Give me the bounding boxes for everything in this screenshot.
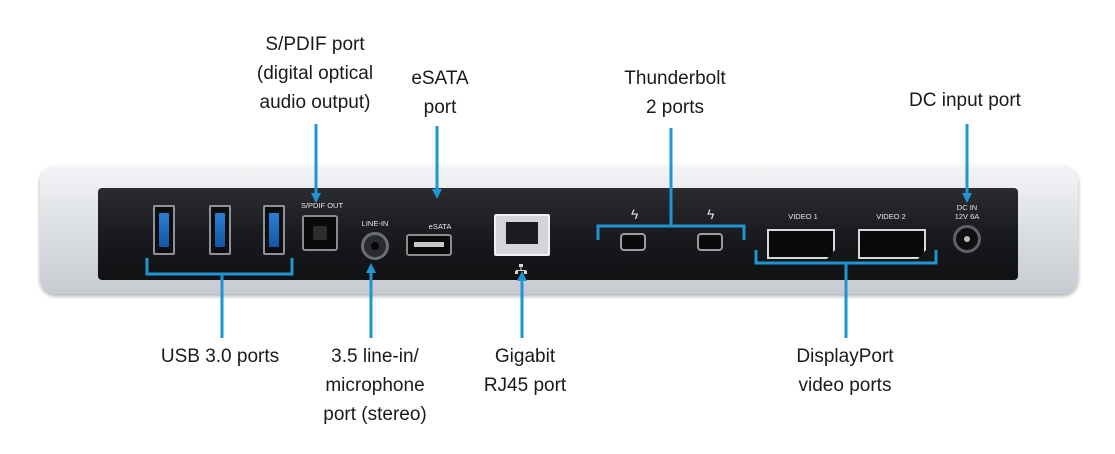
callout-spdif-line3: audio output) bbox=[259, 92, 371, 113]
thunderbolt-icon: ϟ bbox=[631, 206, 639, 222]
usb-port-1 bbox=[153, 205, 175, 255]
dc-in-label-line1: DC IN bbox=[956, 203, 978, 212]
video1-label: VIDEO 1 bbox=[788, 212, 818, 221]
callout-displayport-line2: video ports bbox=[798, 375, 892, 396]
callout-thunderbolt: Thunderbolt 2 ports bbox=[600, 64, 750, 122]
rj45-port bbox=[494, 214, 550, 256]
callout-displayport-line1: DisplayPort bbox=[796, 346, 894, 367]
callout-spdif-line1: S/PDIF port bbox=[265, 34, 365, 55]
displayport-bracket bbox=[754, 250, 938, 265]
callout-esata-line2: port bbox=[423, 97, 457, 118]
callout-rj45-line2: RJ45 port bbox=[483, 375, 567, 396]
spdif-out-label: S/PDIF OUT bbox=[300, 201, 344, 210]
callout-rj45: Gigabit RJ45 port bbox=[460, 342, 590, 400]
callout-line-in-line3: port (stereo) bbox=[323, 404, 427, 425]
callout-spdif: S/PDIF port (digital optical audio outpu… bbox=[240, 30, 390, 117]
displayport-1 bbox=[767, 229, 835, 259]
usb-bracket bbox=[145, 258, 294, 276]
esata-port bbox=[406, 234, 452, 256]
callout-esata-line1: eSATA bbox=[411, 68, 469, 89]
callout-usb-line1: USB 3.0 ports bbox=[160, 346, 280, 367]
thunderbolt-port-1 bbox=[620, 233, 646, 251]
spdif-port bbox=[302, 215, 338, 251]
callout-dc-input-line1: DC input port bbox=[909, 90, 1021, 111]
callout-esata: eSATA port bbox=[395, 64, 485, 122]
thunderbolt-icon: ϟ bbox=[707, 206, 715, 222]
callout-line-in-line2: microphone bbox=[325, 375, 425, 396]
usb-port-3 bbox=[263, 205, 285, 255]
esata-device-label: eSATA bbox=[428, 222, 452, 231]
thunderbolt-port-2 bbox=[697, 233, 723, 251]
line-in-jack bbox=[361, 232, 389, 260]
callout-line-in: 3.5 line-in/ microphone port (stereo) bbox=[295, 342, 455, 429]
callout-usb: USB 3.0 ports bbox=[140, 342, 300, 371]
dc-input-jack bbox=[953, 225, 981, 253]
thunderbolt-bracket bbox=[596, 224, 746, 240]
callout-line-in-line1: 3.5 line-in/ bbox=[331, 346, 419, 367]
callout-dc-input: DC input port bbox=[880, 86, 1050, 115]
callout-thunderbolt-line1: Thunderbolt bbox=[624, 68, 726, 89]
line-in-label: LINE-IN bbox=[361, 219, 389, 228]
callout-rj45-line1: Gigabit bbox=[494, 346, 556, 367]
dc-in-label-line2: 12V 6A bbox=[954, 212, 980, 221]
displayport-2 bbox=[858, 229, 926, 259]
video2-label: VIDEO 2 bbox=[876, 212, 906, 221]
callout-spdif-line2: (digital optical bbox=[256, 63, 374, 84]
usb-port-2 bbox=[209, 205, 231, 255]
callout-displayport: DisplayPort video ports bbox=[770, 342, 920, 400]
callout-thunderbolt-line2: 2 ports bbox=[645, 97, 705, 118]
dc-in-label: DC IN 12V 6A bbox=[945, 203, 989, 221]
